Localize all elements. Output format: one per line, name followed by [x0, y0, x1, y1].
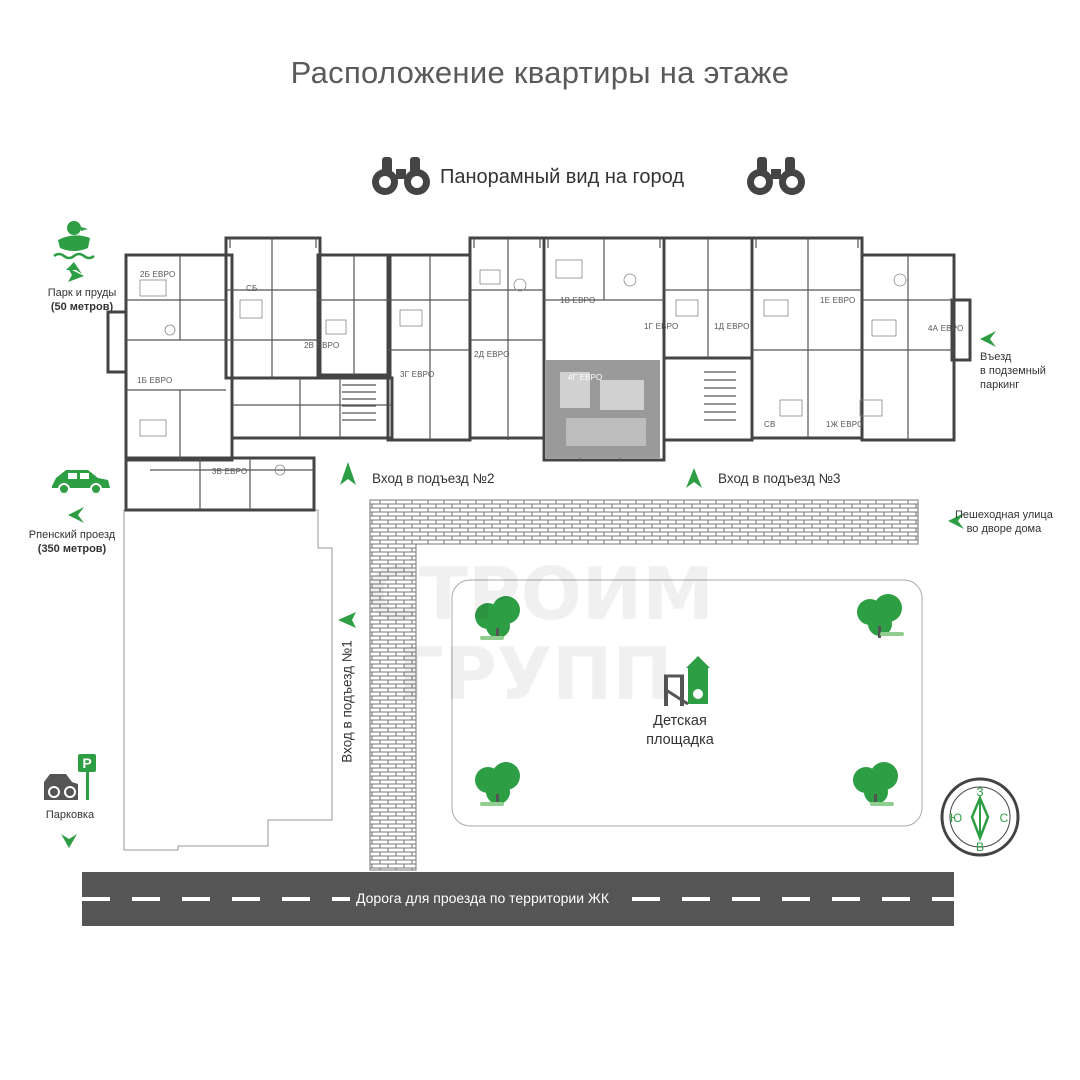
compass-e: С [1000, 811, 1009, 825]
arrow-left-icon [948, 513, 964, 529]
watermark-line-2: ГРУПП [398, 632, 673, 716]
compass-n: З [976, 785, 983, 799]
pedestrian-path-vertical [369, 543, 417, 871]
entrance-arrow-1 [338, 612, 356, 628]
apartment-label: 2Б ЕВРО [140, 270, 176, 279]
arrow-left-icon [68, 507, 84, 523]
underground-line-2: в подземный [980, 365, 1046, 377]
watermark-line-1: СТРОИМ [366, 552, 714, 636]
apartment-label: 2Д ЕВРО [474, 350, 510, 359]
arrow-left-icon [980, 331, 996, 347]
underground-line-1: Въезд [980, 351, 1012, 363]
apartment-label: СБ [246, 284, 258, 293]
panorama-label: Панорамный вид на город [440, 166, 685, 188]
underground-parking-label: Въезд в подземный паркинг [980, 350, 1046, 392]
playground-line-1: Детская [653, 713, 707, 729]
tree-icon [857, 594, 904, 638]
binoculars-icon [372, 157, 430, 195]
playground-label: Детская площадка [620, 712, 740, 750]
road-distance: (350 метров) [37, 543, 107, 555]
apartment-label: 1Б ЕВРО [137, 376, 173, 385]
park-distance: (50 метров) [50, 301, 114, 313]
apartment-label-highlighted: 4Г ЕВРО [568, 373, 603, 382]
apartment-label: 1Д ЕВРО [714, 322, 750, 331]
apartment-label: СВ [764, 420, 776, 429]
entrance-arrow-3 [686, 468, 702, 488]
entrance-1-label: Вход в подъезд №1 [339, 640, 355, 763]
tree-icon [475, 762, 520, 806]
apartment-label: 1Г ЕВРО [644, 322, 679, 331]
pedestrian-line-2: во дворе дома [966, 523, 1042, 535]
entrance-arrow-2 [340, 462, 356, 485]
playground-icon [664, 656, 710, 706]
pedestrian-line-1: Пешеходная улица [955, 509, 1053, 521]
binoculars-icon [747, 157, 805, 195]
apartment-label: 1В ЕВРО [560, 296, 596, 305]
apartment-label: 4А ЕВРО [928, 324, 964, 333]
underground-line-3: паркинг [980, 379, 1020, 391]
building-outline-left [123, 509, 333, 851]
entrance-2-label: Вход в подъезд №2 [372, 471, 495, 486]
park-label: Парк и пруды [47, 287, 117, 299]
compass-w: Ю [950, 811, 962, 825]
playground-line-2: площадка [646, 732, 714, 748]
road-label: Дорога для проезда по территории ЖК [350, 890, 615, 906]
compass-s: В [976, 840, 984, 854]
apartment-label: 3В ЕВРО [212, 467, 248, 476]
floor-plan-interior [126, 238, 954, 510]
parking-icon: P [44, 754, 96, 800]
pedestrian-street-label: Пешеходная улица во дворе дома [955, 508, 1053, 536]
pedestrian-path-horizontal [369, 499, 919, 545]
playground-zone [451, 579, 923, 827]
compass [940, 777, 1020, 857]
parking-sign: P [82, 755, 91, 771]
arrow-down-icon [61, 834, 77, 848]
entrance-3-label: Вход в подъезд №3 [718, 471, 841, 486]
tree-icon [853, 762, 898, 806]
furniture [139, 259, 907, 476]
tree-icon [475, 596, 520, 640]
page-title: Расположение квартиры на этаже [290, 55, 790, 90]
apartment-label: 3Г ЕВРО [400, 370, 435, 379]
duck-icon [53, 221, 95, 274]
parking-label: Парковка [45, 809, 95, 821]
apartment-label: 1Ж ЕВРО [826, 420, 864, 429]
road-name-label: Рпенский проезд [28, 529, 116, 541]
apartment-label: 2В ЕВРО [304, 341, 340, 350]
car-icon [52, 470, 110, 495]
apartment-label: 1Е ЕВРО [820, 296, 856, 305]
